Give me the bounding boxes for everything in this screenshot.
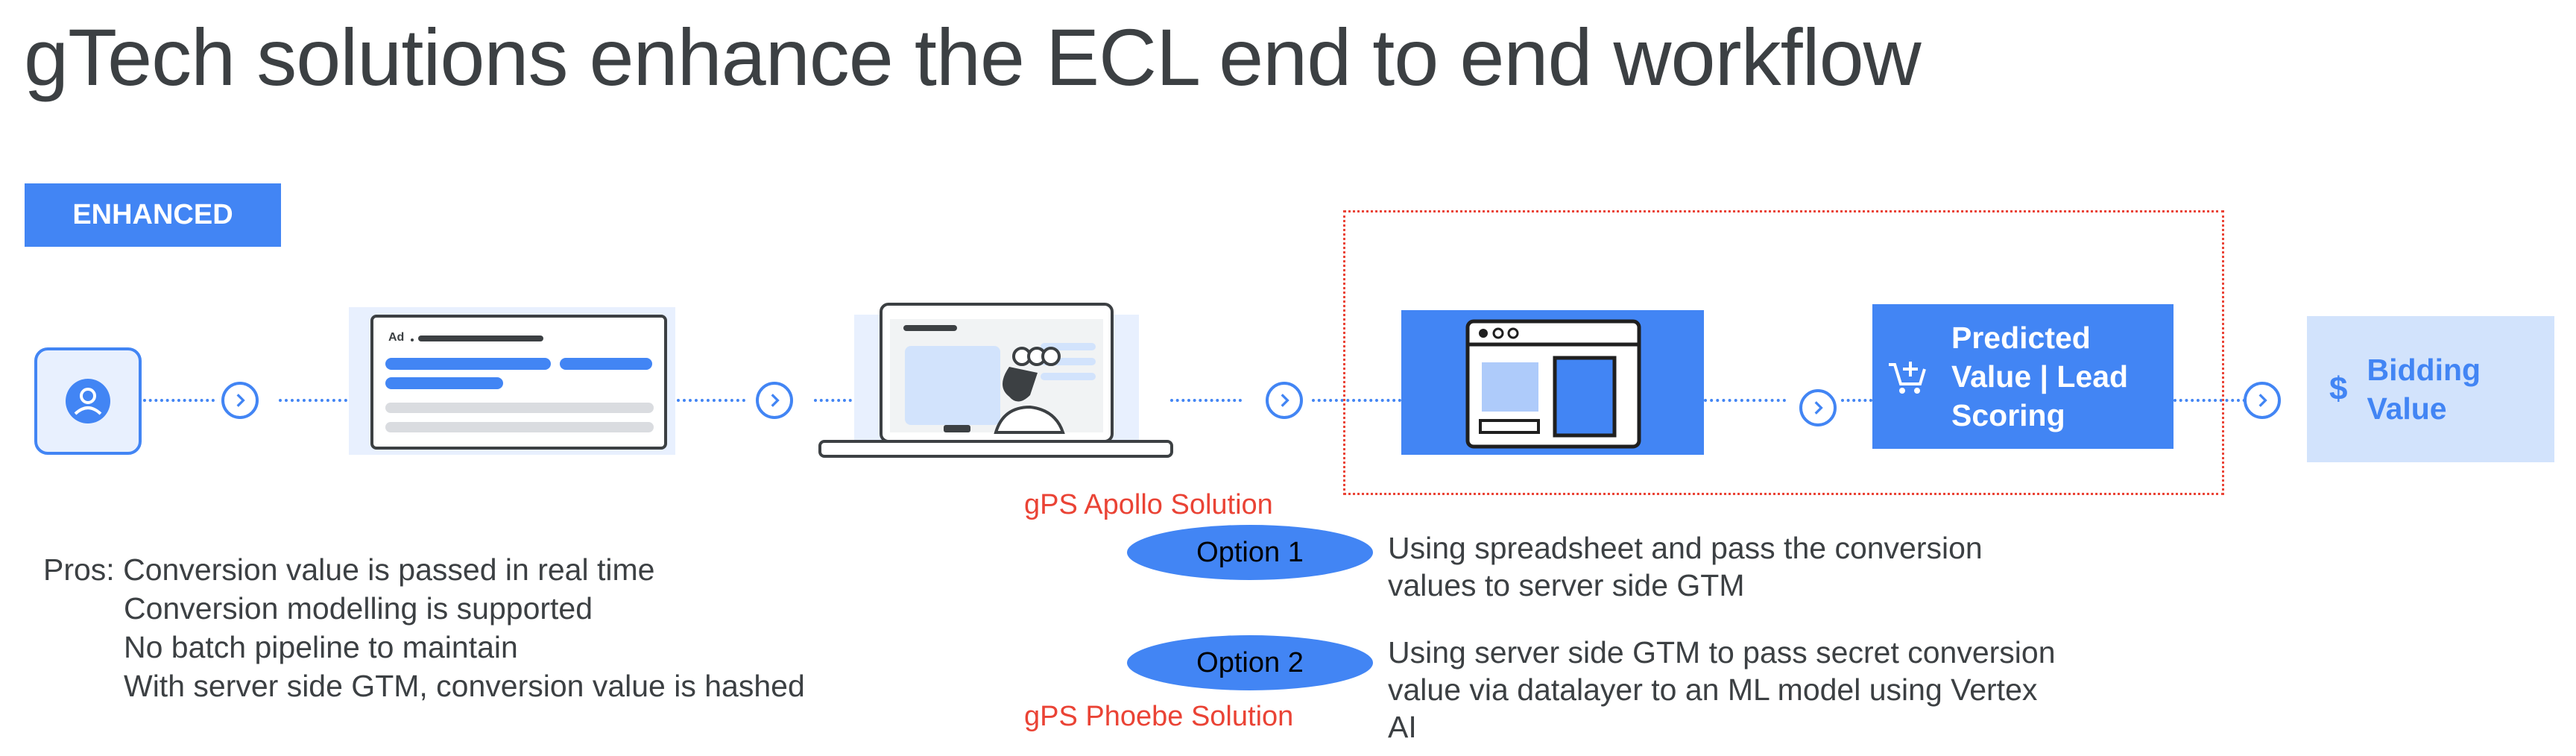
connector-line [1170, 399, 1242, 402]
option-2-ellipse: Option 2 [1127, 635, 1373, 690]
ad-dot [411, 338, 414, 341]
ad-text-bar [385, 403, 654, 413]
apollo-solution-label: gPS Apollo Solution [1024, 489, 1273, 520]
pros-item: With server side GTM, conversion value i… [124, 669, 805, 703]
connector-line [1841, 399, 1872, 402]
bidding-value-step: $ Bidding Value [2307, 316, 2554, 462]
chevron-right-icon [2244, 382, 2281, 419]
chevron-right-icon [1266, 382, 1303, 419]
highlight-region [1343, 210, 2224, 495]
predicted-value-label: Predicted Value | Lead Scoring [1951, 321, 2129, 432]
ad-link-bar [385, 358, 551, 370]
option-1-description: Using spreadsheet and pass the conversio… [1388, 531, 1983, 602]
connector-line [1704, 399, 1786, 402]
ad-text-bar [385, 422, 654, 432]
option-1-ellipse: Option 1 [1127, 525, 1373, 580]
cart-add-icon [1889, 362, 1926, 394]
connector-line [677, 399, 745, 402]
enhanced-badge: ENHANCED [25, 183, 281, 247]
chevron-right-icon [756, 382, 793, 419]
pros-prefix: Pros: [43, 552, 115, 587]
chevron-right-icon [1799, 389, 1837, 426]
ad-card: Ad [370, 315, 667, 450]
connector-line [1312, 399, 1401, 402]
ad-link-bar [385, 377, 503, 389]
ad-label: Ad [388, 331, 405, 344]
pros-item: No batch pipeline to maintain [124, 630, 518, 664]
user-avatar-icon [66, 379, 110, 423]
connector-line [814, 399, 875, 402]
webpage-step [1401, 310, 1704, 455]
pros-item: Conversion modelling is supported [124, 591, 593, 626]
connector-line [279, 399, 347, 402]
pros-list: Pros: Conversion value is passed in real… [43, 550, 805, 705]
predicted-value-step: Predicted Value | Lead Scoring [1872, 304, 2174, 449]
browser-window-icon [1465, 319, 1641, 449]
bidding-value-label: Bidding Value [2367, 353, 2481, 426]
ad-headline-bar [418, 336, 543, 341]
phoebe-solution-label: gPS Phoebe Solution [1024, 701, 1294, 732]
connector-line [2174, 399, 2263, 402]
chevron-right-icon [221, 382, 259, 419]
ad-link-bar [560, 358, 652, 370]
user-step [34, 347, 142, 455]
pros-item: Conversion value is passed in real time [123, 552, 655, 587]
connector-line [143, 399, 215, 402]
dollar-icon: $ [2329, 371, 2348, 407]
page-title: gTech solutions enhance the ECL end to e… [24, 12, 1922, 102]
laptop-illustration [818, 303, 1173, 458]
option-2-description: Using server side GTM to pass secret con… [1388, 635, 2056, 744]
